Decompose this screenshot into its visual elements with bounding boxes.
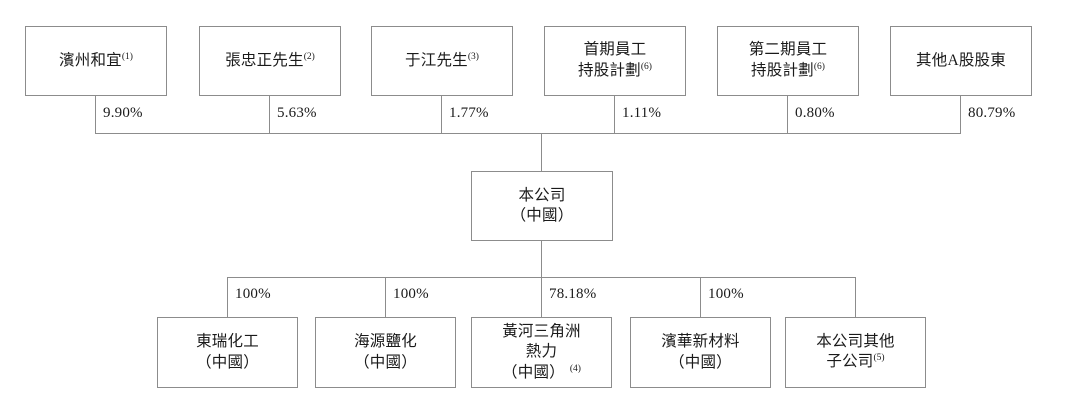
subsidiary-label: 黃河三角洲 熱力 （中國）(4): [502, 322, 581, 381]
connector-binhua-new-material: [700, 277, 701, 318]
subsidiary-box-binhua-new-material[interactable]: 濱華新材料 （中國）: [630, 317, 771, 388]
connector-company-to-subsidiary-bus: [541, 241, 542, 278]
shareholder-box-other-a-share-holders[interactable]: 其他A股股東: [890, 26, 1032, 96]
connector-second-employee-share-plan: [787, 96, 788, 134]
footnote-marker: (1): [121, 51, 133, 62]
shareholder-bus-line: [95, 133, 961, 134]
footnote-marker: (6): [813, 61, 825, 72]
connector-first-employee-share-plan: [614, 96, 615, 134]
connector-other-a-share-holders: [960, 96, 961, 134]
footnote-marker: (3): [467, 51, 479, 62]
shareholder-label: 首期員工 持股計劃(6): [578, 41, 652, 80]
shareholder-label: 其他A股股東: [916, 51, 1006, 69]
company-box-the-company[interactable]: 本公司 （中國）: [471, 171, 613, 241]
shareholder-label: 于江先生(3): [405, 51, 479, 69]
percent-mr-yu-jiang: 1.77%: [449, 105, 489, 121]
subsidiary-label: 本公司其他 子公司(5): [816, 332, 895, 371]
subsidiary-box-dongrui-chemical[interactable]: 東瑞化工 （中國）: [157, 317, 298, 388]
subsidiary-box-yellow-river-delta-thermal-power[interactable]: 黃河三角洲 熱力 （中國）(4): [471, 317, 612, 388]
subsidiary-label: 濱華新材料 （中國）: [661, 333, 740, 371]
percent-yellow-river-delta-thermal-power: 78.18%: [549, 286, 597, 302]
shareholder-box-binzhou-heyi[interactable]: 濱州和宜(1): [25, 26, 167, 96]
connector-bus-to-company: [541, 133, 542, 171]
connector-other-subsidiaries: [855, 277, 856, 318]
subsidiary-box-other-subsidiaries-of-the-company[interactable]: 本公司其他 子公司(5): [785, 317, 926, 388]
percent-dongrui-chemical: 100%: [235, 286, 271, 302]
shareholder-box-second-employee-share-plan[interactable]: 第二期員工 持股計劃(6): [717, 26, 859, 96]
footnote-marker: (6): [640, 61, 652, 72]
shareholder-box-mr-yu-jiang[interactable]: 于江先生(3): [371, 26, 513, 96]
percent-first-employee-share-plan: 1.11%: [622, 105, 662, 121]
percent-mr-zhang-zhongzheng: 5.63%: [277, 105, 317, 121]
connector-yellow-river-delta-thermal-power: [541, 277, 542, 318]
percent-binzhou-heyi: 9.90%: [103, 105, 143, 121]
connector-mr-yu-jiang: [441, 96, 442, 134]
shareholder-label: 第二期員工 持股計劃(6): [748, 41, 828, 80]
subsidiary-label: 東瑞化工 （中國）: [196, 333, 259, 371]
subsidiary-label: 海源鹽化 （中國）: [354, 333, 417, 371]
connector-haiyuan-salt-chemical: [385, 277, 386, 318]
percent-second-employee-share-plan: 0.80%: [795, 105, 835, 121]
company-label: 本公司 （中國）: [510, 186, 574, 224]
subsidiary-box-haiyuan-salt-chemical[interactable]: 海源鹽化 （中國）: [315, 317, 456, 388]
footnote-marker: (2): [303, 51, 315, 62]
connector-binzhou-heyi: [95, 96, 96, 134]
percent-haiyuan-salt-chemical: 100%: [393, 286, 429, 302]
connector-mr-zhang-zhongzheng: [269, 96, 270, 134]
shareholder-label: 濱州和宜(1): [59, 51, 133, 69]
percent-other-a-share-holders: 80.79%: [968, 105, 1016, 121]
footnote-marker: (4): [569, 363, 581, 374]
shareholder-box-first-employee-share-plan[interactable]: 首期員工 持股計劃(6): [544, 26, 686, 96]
shareholder-label: 張忠正先生(2): [225, 51, 315, 69]
percent-binhua-new-material: 100%: [708, 286, 744, 302]
connector-dongrui-chemical: [227, 277, 228, 318]
footnote-marker: (5): [873, 353, 885, 364]
shareholder-box-mr-zhang-zhongzheng[interactable]: 張忠正先生(2): [199, 26, 341, 96]
